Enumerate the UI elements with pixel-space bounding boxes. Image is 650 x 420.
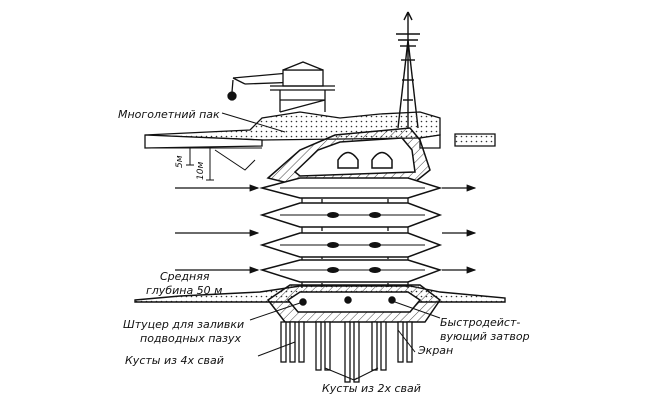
label-pile-clusters-2: Кусты из 2х свай: [322, 382, 421, 395]
flow-arrows: [175, 184, 477, 274]
label-screen: Экран: [418, 344, 454, 357]
crane: [227, 61, 335, 113]
label-quick-gate-1: Быстродейст-: [440, 316, 521, 329]
label-ice-pack: Многолетний пак: [118, 108, 220, 121]
label-nozzle-1: Штуцер для заливки: [123, 318, 245, 331]
ice-pack-leader: [221, 112, 286, 133]
label-nozzle-2: подводных пазух: [140, 332, 242, 345]
depth-dimensions: [186, 147, 214, 181]
radio-mast: [396, 11, 420, 129]
label-pile-clusters-4: Кусты из 4х свай: [125, 354, 224, 367]
label-depth-5m: 5м: [175, 155, 185, 168]
hull-modules: [259, 177, 443, 283]
leader-lines: [249, 301, 441, 381]
label-depth-10m: 10м: [196, 161, 206, 180]
top-module: [266, 127, 431, 187]
piles: [280, 321, 413, 383]
label-avg-depth-1: Средняя: [160, 270, 210, 283]
foundation: [266, 284, 442, 323]
label-avg-depth-2: глубина 50 м: [146, 284, 223, 297]
label-quick-gate-2: вующий затвор: [440, 330, 530, 343]
